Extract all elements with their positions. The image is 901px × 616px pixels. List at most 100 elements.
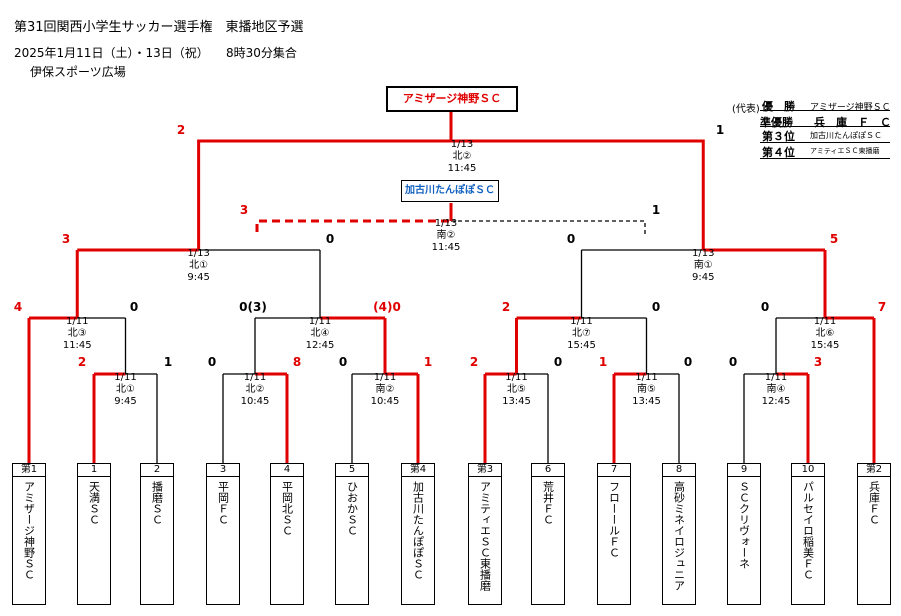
score-label: 0 bbox=[729, 355, 737, 369]
score-label: 0 bbox=[554, 355, 562, 369]
team-name: 平岡ＦＣ bbox=[216, 481, 230, 525]
match-time: 11:45 bbox=[448, 163, 477, 174]
match-date: 1/13 bbox=[692, 248, 714, 259]
final-right bbox=[451, 139, 705, 250]
score-label: 4 bbox=[14, 300, 22, 314]
tournament-title: 第31回関西小学生サッカー選手権 東播地区予選 bbox=[14, 20, 304, 35]
match-date: 1/11 bbox=[114, 372, 136, 383]
results-rule bbox=[760, 110, 890, 111]
team-seed: 10 bbox=[792, 464, 824, 477]
result-team-1: アミザージ神野ＳＣ bbox=[810, 103, 891, 113]
team-seed: 4 bbox=[271, 464, 303, 477]
match-name: 北① bbox=[189, 259, 208, 271]
match-name: 北⑦ bbox=[572, 327, 591, 339]
match-time: 11:45 bbox=[63, 340, 92, 351]
score-label: 2 bbox=[470, 355, 478, 369]
match-date: 1/11 bbox=[309, 316, 331, 327]
match-time: 13:45 bbox=[502, 396, 531, 407]
team-name: アミティエＳＣ東播磨 bbox=[478, 481, 492, 591]
team-name: ひおかＳＣ bbox=[345, 481, 359, 536]
results-rule bbox=[760, 126, 890, 127]
team-seed: 第2 bbox=[858, 464, 890, 477]
match-name: 北① bbox=[116, 383, 135, 395]
result-team-3: 加古川たんぽぽＳＣ bbox=[810, 131, 882, 140]
team-seed: 8 bbox=[663, 464, 695, 477]
match-time: 9:45 bbox=[187, 272, 209, 283]
team-seed: 5 bbox=[336, 464, 368, 477]
team-name: パルセイロ稲美ＦＣ bbox=[801, 481, 815, 580]
match-name: 北⑥ bbox=[816, 327, 835, 339]
match-date: 1/11 bbox=[66, 316, 88, 327]
score-label: 3 bbox=[62, 232, 70, 246]
score-label: 0 bbox=[684, 355, 692, 369]
match-time: 9:45 bbox=[114, 396, 136, 407]
score-label: 2 bbox=[177, 123, 185, 137]
team-name: 天満ＳＣ bbox=[87, 481, 101, 525]
team-name: フローールＦＣ bbox=[607, 481, 621, 558]
score-label: 1 bbox=[164, 355, 172, 369]
match-date: 1/11 bbox=[814, 316, 836, 327]
team-box: 10 パルセイロ稲美ＦＣ bbox=[791, 463, 825, 605]
team-seed: 第3 bbox=[469, 464, 501, 477]
score-label: 5 bbox=[830, 232, 838, 246]
match-date: 1/13 bbox=[435, 218, 457, 229]
score-label: (4)0 bbox=[373, 300, 401, 314]
team-box: 第2 兵庫ＦＣ bbox=[857, 463, 891, 605]
assembly-time: 8時30分集合 bbox=[226, 46, 297, 60]
score-label: 0 bbox=[130, 300, 138, 314]
team-seed: 第4 bbox=[402, 464, 434, 477]
match-date: 1/11 bbox=[244, 372, 266, 383]
team-name: 平岡北ＳＣ bbox=[280, 481, 294, 536]
team-box: 第1 アミザージ神野ＳＣ bbox=[12, 463, 46, 605]
match-name: 南② bbox=[437, 228, 456, 241]
team-name: 高砂ミネイロジュニア bbox=[672, 481, 686, 591]
match-date: 1/11 bbox=[635, 372, 657, 383]
team-name: ＳＣクリヴォーネ bbox=[737, 481, 751, 569]
results-tag: (代表) bbox=[732, 104, 760, 115]
match-time: 9:45 bbox=[692, 272, 714, 283]
team-seed: 6 bbox=[532, 464, 564, 477]
score-label: 2 bbox=[502, 300, 510, 314]
match-name: 北③ bbox=[68, 327, 87, 339]
final-left bbox=[197, 139, 451, 250]
score-label: 0 bbox=[652, 300, 660, 314]
result-rank-3: 第３位 bbox=[762, 130, 795, 143]
score-label: 7 bbox=[878, 300, 886, 314]
match-time: 10:45 bbox=[371, 396, 400, 407]
match-name: 北⑤ bbox=[507, 383, 526, 395]
result-team-4: アミティエＳＣ東播磨 bbox=[810, 147, 880, 155]
team-box: 4 平岡北ＳＣ bbox=[270, 463, 304, 605]
team-seed: 1 bbox=[78, 464, 110, 477]
match-name: 北② bbox=[246, 383, 265, 395]
match-time: 11:45 bbox=[432, 242, 461, 253]
match-date: 1/13 bbox=[187, 248, 209, 259]
score-label: 1 bbox=[599, 355, 607, 369]
results-rule bbox=[760, 142, 890, 143]
match-time: 15:45 bbox=[811, 340, 840, 351]
score-label: 0 bbox=[339, 355, 347, 369]
third-place-box: 加古川たんぽぽＳＣ bbox=[401, 180, 499, 202]
match-time: 10:45 bbox=[241, 396, 270, 407]
team-seed: 3 bbox=[207, 464, 239, 477]
match-time: 13:45 bbox=[632, 396, 661, 407]
match-time: 15:45 bbox=[567, 340, 596, 351]
team-box: 1 天満ＳＣ bbox=[77, 463, 111, 605]
team-seed: 9 bbox=[728, 464, 760, 477]
team-seed: 第1 bbox=[13, 464, 45, 477]
3rd-left bbox=[255, 219, 451, 232]
team-name: 兵庫ＦＣ bbox=[867, 481, 881, 525]
match-date: 1/11 bbox=[505, 372, 527, 383]
match-date: 1/11 bbox=[570, 316, 592, 327]
team-name: アミザージ神野ＳＣ bbox=[22, 481, 36, 580]
result-rank-2: 準優勝 bbox=[760, 116, 793, 129]
match-name: 北④ bbox=[311, 327, 330, 339]
score-label: 3 bbox=[814, 355, 822, 369]
score-label: 2 bbox=[78, 355, 86, 369]
result-team-2: 兵 庫 Ｆ Ｃ bbox=[814, 116, 891, 129]
team-seed: 2 bbox=[141, 464, 173, 477]
